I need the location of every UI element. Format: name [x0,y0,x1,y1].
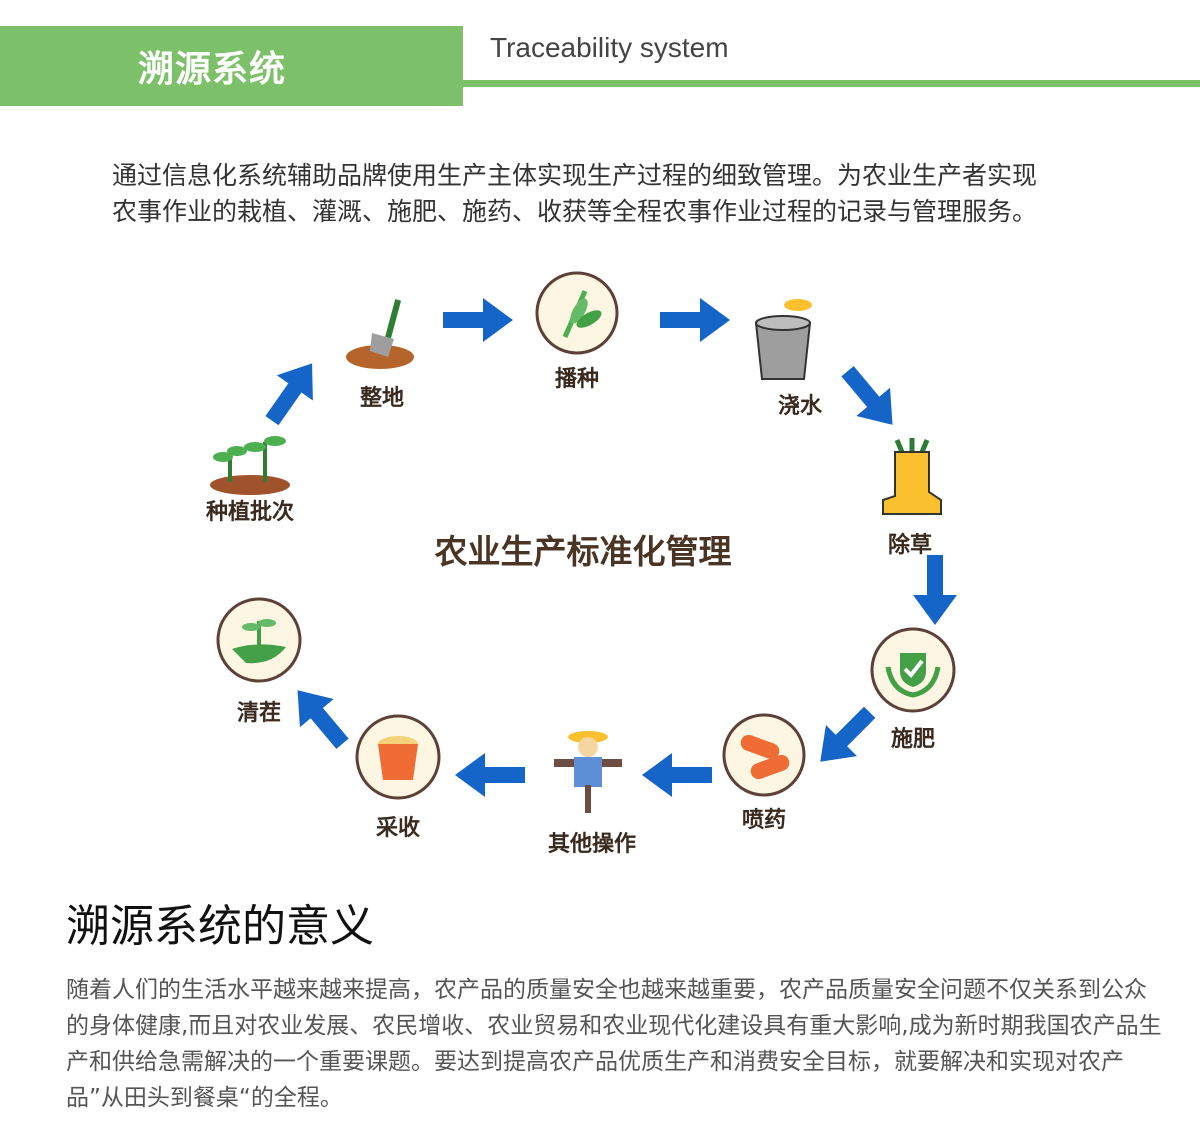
boot-grass-icon [882,438,942,515]
flow-arrow-icon [642,753,712,797]
step-label-sowing: 播种 [554,367,600,392]
step-label-harvest: 采收 [375,816,421,841]
bucket-icon [754,299,812,380]
flow-arrow-icon [443,298,513,342]
header-banner [0,26,463,106]
flow-arrow-icon [831,357,910,439]
meaning-title: 溯源系统的意义 [66,901,374,952]
seedlings-icon [210,436,290,495]
step-label-planting-batch: 种植批次 [205,500,295,525]
step-label-weeding: 除草 [887,533,933,558]
header-title: 溯源系统 [138,49,287,90]
meaning-body: 随着人们的生活水平越来越来提高，农产品的质量安全也越来越重要，农产品质量安全问题… [66,977,1162,1111]
step-label-fertilizing: 施肥 [890,727,936,752]
diagram-center-title: 农业生产标准化管理 [434,532,732,571]
shovel-soil-icon [346,299,414,369]
step-label-clearing: 清茬 [236,701,282,726]
flow-arrow-icon [455,753,525,797]
flow-arrow-icon [254,351,330,434]
flow-arrow-icon [660,298,730,342]
grain-basket-icon [355,714,441,800]
step-label-other: 其他操作 [547,832,637,857]
step-label-land-prep: 整地 [359,386,405,411]
shield-check-laurel-icon [870,627,956,713]
hand-sprout-icon [216,597,302,683]
step-label-spraying: 喷药 [741,808,787,833]
scarecrow-icon [554,731,622,813]
flow-arrow-icon [913,555,957,625]
intro-text: 通过信息化系统辅助品牌使用生产主体实现生产过程的细致管理。为农业生产者实现农事作… [112,161,1038,226]
flow-arrow-icon [805,697,886,778]
capsule-icon [722,713,806,797]
flow-arrow-icon [281,676,360,758]
wheat-icon [535,271,619,355]
step-label-watering: 浇水 [777,394,823,419]
header-subtitle: Traceability system [490,32,729,63]
header-divider [463,80,1200,87]
